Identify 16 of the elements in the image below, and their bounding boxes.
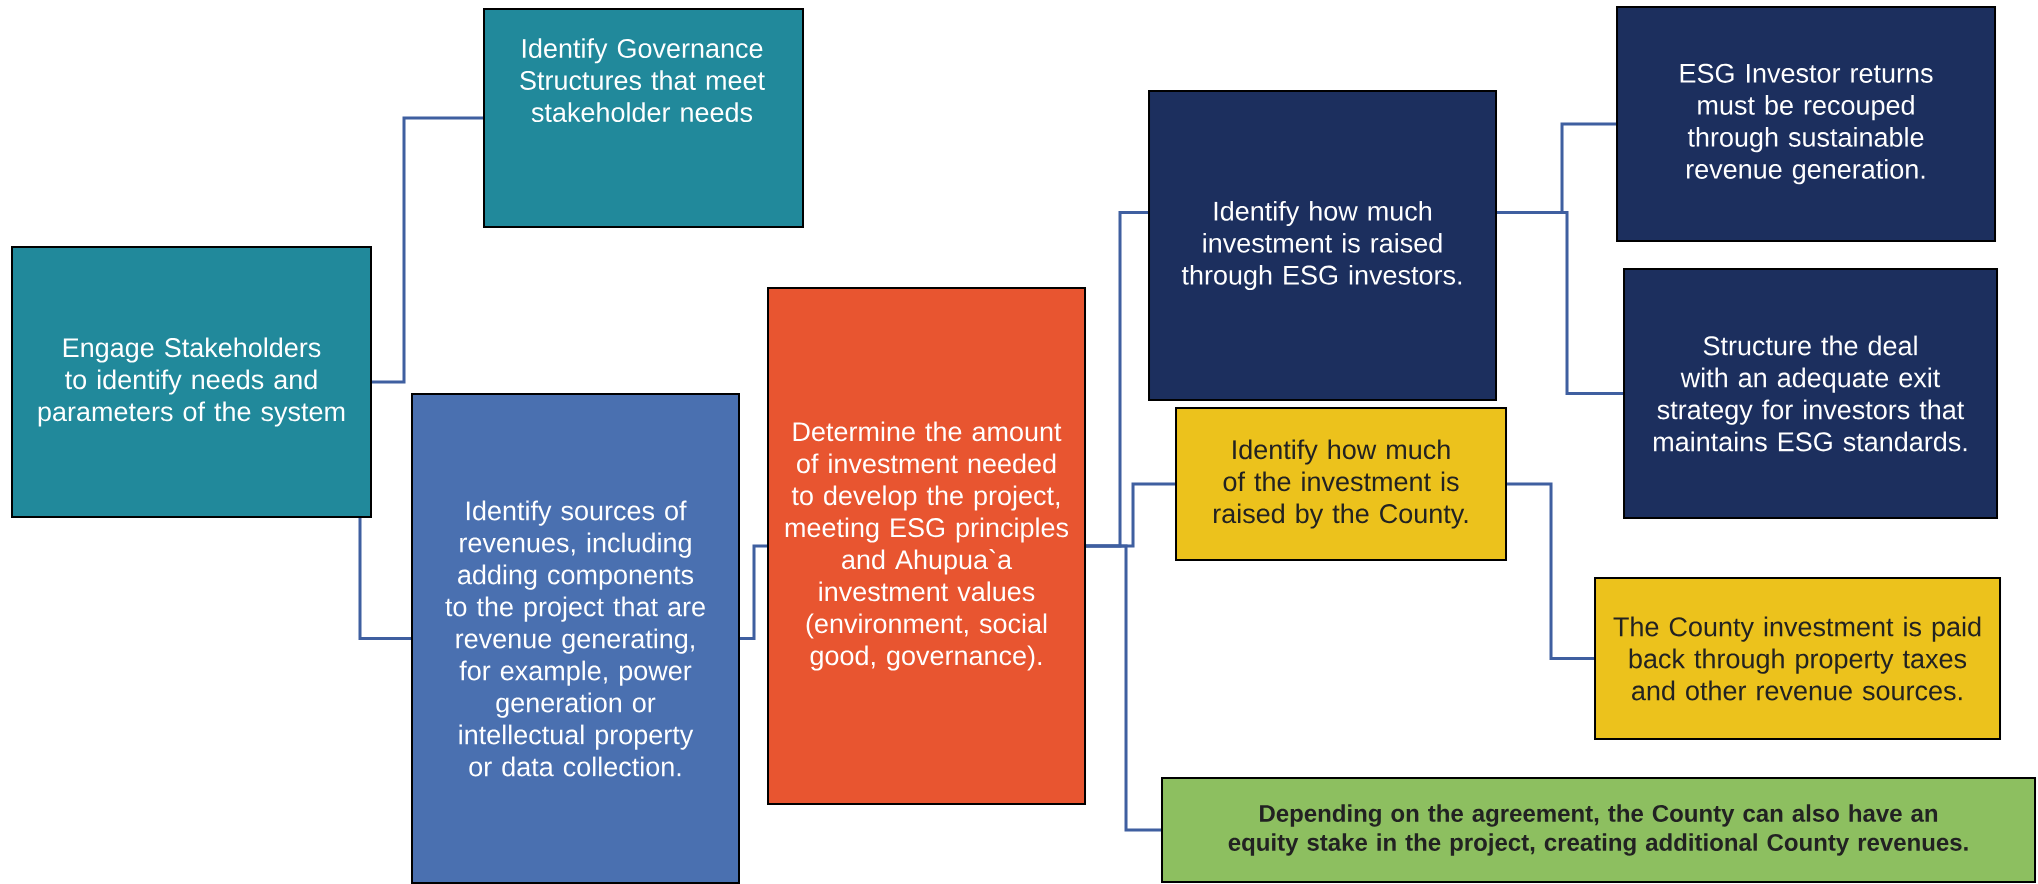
connector-line (372, 116, 483, 384)
connector-line (1497, 211, 1623, 395)
connector-line (740, 544, 767, 640)
connector-line (1086, 544, 1161, 832)
process-box: Identify Governance Structures that meet stakeholder needs (483, 8, 804, 228)
process-box: Identify how much investment is raised through ESG investors. (1148, 90, 1497, 401)
process-box: The County investment is paid back through property taxes and other revenue sources. (1594, 577, 2001, 740)
connector-line (358, 518, 411, 640)
process-box: ESG Investor returns must be recouped through sustainable revenue generation. (1616, 6, 1996, 242)
process-box: Identify how much of the investment is raised by the County. (1175, 407, 1507, 561)
process-box: Identify sources of revenues, including adding components to the project that are revenue generating, for example, power generation or intellectual property or data collection. (411, 393, 740, 884)
process-box: Engage Stakeholders to identify needs and parameters of the system (11, 246, 372, 518)
connector-line (1507, 482, 1594, 660)
process-box: Determine the amount of investment needed to develop the project, meeting ESG principles and Ahupua`a investment values (environment, social good, governance). (767, 287, 1086, 805)
process-box: Depending on the agreement, the County can also have an equity stake in the project, creating additional County revenues. (1161, 777, 2036, 883)
process-box: Structure the deal with an adequate exit strategy for investors that maintains ESG standards. (1623, 268, 1998, 519)
